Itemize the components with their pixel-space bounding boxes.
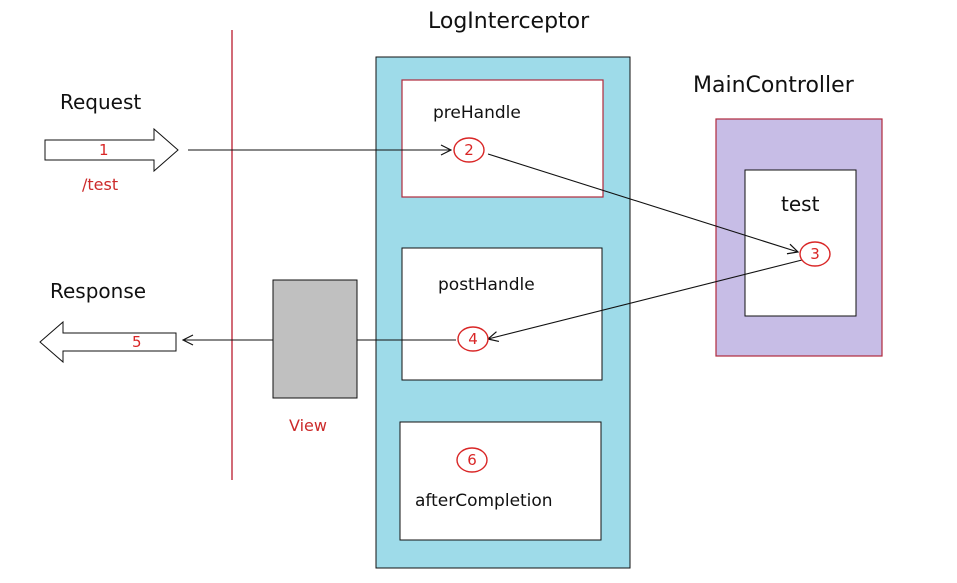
step-3-number: 3 [810,245,820,263]
posthandle-label: postHandle [438,275,535,295]
request-path: /test [82,175,118,194]
step-3-circle [799,241,831,267]
step-6-circle [456,447,488,473]
step-2-circle [453,137,485,163]
prehandle-box[interactable] [401,79,604,198]
interceptor-title: LogInterceptor [428,9,590,34]
response-label: Response [50,279,146,303]
step-5-number: 5 [132,333,142,351]
flow-prehandle-to-test [487,153,798,252]
prehandle-label: preHandle [433,103,521,123]
response-arrow [39,320,177,364]
aftercompletion-label: afterCompletion [415,491,553,511]
flow-test-to-posthandle [488,259,803,339]
step-2-number: 2 [464,141,474,159]
controller-title: MainController [693,73,855,98]
test-method-label: test [781,192,820,216]
aftercompletion-box[interactable] [399,421,602,541]
view-box[interactable] [272,279,358,399]
request-arrow [44,127,179,173]
step-6-number: 6 [467,451,477,469]
test-method-box[interactable] [744,169,857,317]
step-4-number: 4 [468,330,478,348]
step-1-number: 1 [99,141,109,159]
view-label: View [289,416,327,435]
request-label: Request [60,90,141,114]
posthandle-box[interactable] [401,247,603,381]
step-4-circle [457,326,489,352]
